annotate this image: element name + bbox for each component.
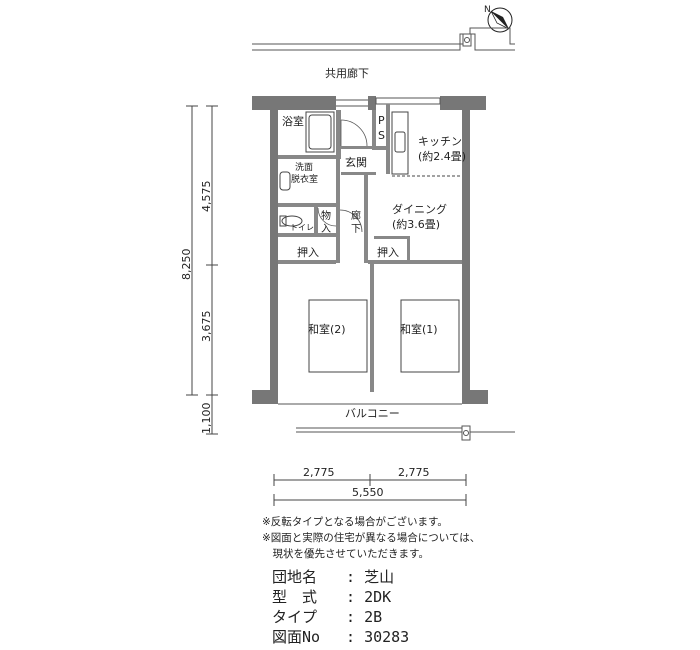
- room-entrance: 玄関: [345, 155, 367, 169]
- info-value: 2DK: [364, 588, 392, 606]
- note-line: ※反転タイプとなる場合がございます。: [262, 516, 448, 528]
- corridor-railing: [252, 27, 515, 51]
- info-row: 図面No: 30283: [272, 627, 409, 647]
- info-row: 団地名: 芝山: [272, 567, 409, 587]
- room-toilet: トイレ: [290, 223, 314, 232]
- compass-label: N: [484, 5, 491, 15]
- room-closet-right: 押入: [377, 245, 399, 259]
- bathtub: [305, 111, 335, 153]
- info-key: 型 式: [272, 588, 318, 606]
- room-hall-2: 下: [351, 224, 361, 235]
- room-washroom-line2: 脱衣室: [291, 173, 318, 185]
- info-sep: :: [346, 588, 365, 606]
- info-key: 図面No: [272, 628, 321, 646]
- info-value: 30283: [364, 628, 410, 646]
- note-line: ※図面と実際の住宅が異なる場合については、: [262, 532, 481, 544]
- room-washroom-line1: 洗面: [295, 161, 313, 173]
- room-dining: ダイニング: [392, 202, 447, 216]
- info-row: 型 式: 2DK: [272, 587, 409, 607]
- kitchen-counter: [391, 111, 462, 177]
- dim-upper-height: 4,575: [200, 181, 213, 213]
- dim-balcony-height: 1,100: [200, 403, 213, 435]
- room-storage-1: 物: [321, 209, 331, 222]
- info-value: 芝山: [364, 568, 395, 586]
- info-sep: :: [346, 608, 365, 626]
- dim-lower-height: 3,675: [200, 311, 213, 343]
- note-line: 現状を優先させていただきます。: [262, 548, 429, 560]
- washbasin-icon: [279, 171, 291, 191]
- dim-right-width: 2,775: [398, 466, 430, 479]
- room-kitchen-size: (約2.4畳): [418, 149, 466, 163]
- room-hall-1: 廊: [351, 209, 361, 222]
- room-dining-size: (約3.6畳): [392, 217, 440, 231]
- interior-walls: [278, 104, 462, 392]
- notes: ※反転タイプとなる場合がございます。 ※図面と実際の住宅が異なる場合については、…: [262, 514, 480, 562]
- dim-left-width: 2,775: [303, 466, 335, 479]
- room-washitsu-1: 和室(1): [400, 322, 438, 336]
- room-storage-2: 入: [321, 224, 331, 235]
- tatami-lines: [308, 299, 460, 373]
- info-key: 団地名: [272, 568, 318, 586]
- vertical-dimensions: [186, 105, 218, 435]
- dim-total-width: 5,550: [352, 486, 384, 499]
- room-kitchen: キッチン: [418, 135, 462, 148]
- balcony-railing: [278, 403, 515, 441]
- door-swings: [317, 119, 368, 233]
- property-info: 団地名: 芝山 型 式: 2DK タイプ: 2B 図面No: 30283: [272, 567, 409, 647]
- toilet-icon: [279, 215, 303, 227]
- corridor-label: 共用廊下: [325, 66, 369, 80]
- info-row: タイプ: 2B: [272, 607, 409, 627]
- room-washitsu-2: 和室(2): [308, 322, 346, 336]
- exterior-walls: [252, 96, 488, 404]
- info-sep: :: [346, 628, 365, 646]
- info-value: 2B: [364, 608, 383, 626]
- compass-icon: N: [484, 5, 513, 33]
- info-sep: :: [346, 568, 365, 586]
- room-balcony: バルコニー: [345, 407, 400, 420]
- dim-total-height: 8,250: [180, 249, 193, 281]
- room-ps-s: S: [378, 129, 385, 142]
- room-ps-p: P: [378, 114, 385, 127]
- room-closet-left: 押入: [297, 245, 319, 259]
- horizontal-dimensions: [273, 474, 467, 506]
- info-key: タイプ: [272, 608, 318, 626]
- room-bath: 浴室: [282, 114, 304, 128]
- top-openings: [336, 97, 441, 107]
